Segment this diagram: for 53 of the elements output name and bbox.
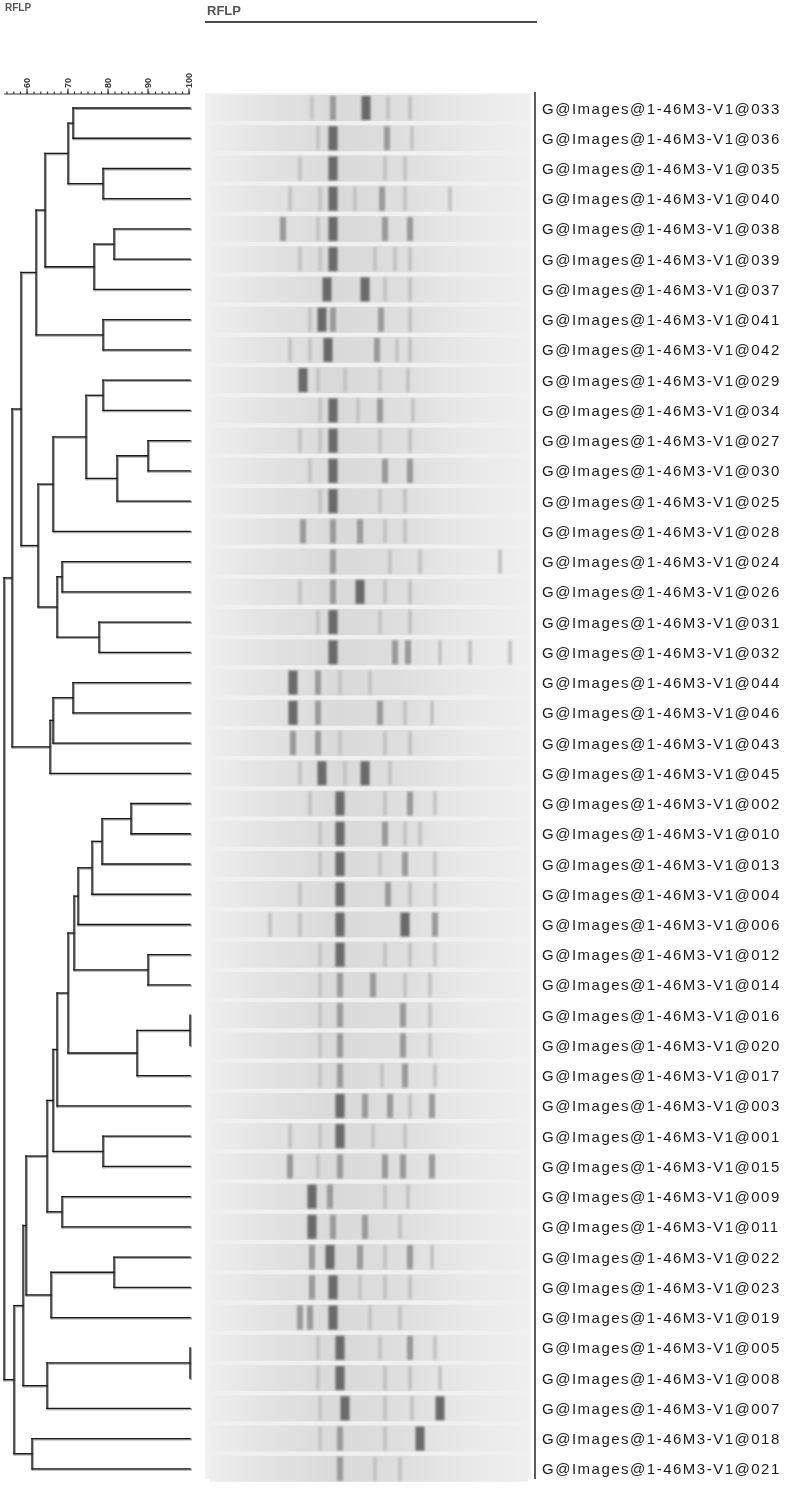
sample-label: G@Images@1-46M3-V1@013	[542, 855, 781, 873]
sample-label: G@Images@1-46M3-V1@044	[542, 674, 781, 692]
axis-tick-label: 90	[143, 78, 153, 88]
sample-label: G@Images@1-46M3-V1@018	[542, 1430, 781, 1448]
title: RFLP	[5, 3, 32, 13]
sample-label: G@Images@1-46M3-V1@009	[542, 1188, 781, 1206]
sample-label: G@Images@1-46M3-V1@040	[542, 190, 781, 208]
sample-label: G@Images@1-46M3-V1@016	[542, 1006, 781, 1024]
sample-label: G@Images@1-46M3-V1@021	[542, 1460, 781, 1478]
sample-label: G@Images@1-46M3-V1@028	[542, 522, 781, 540]
sample-label: G@Images@1-46M3-V1@045	[542, 764, 781, 782]
sample-label: G@Images@1-46M3-V1@004	[542, 885, 781, 903]
sample-label: G@Images@1-46M3-V1@027	[542, 432, 781, 450]
sample-label: G@Images@1-46M3-V1@015	[542, 1157, 781, 1175]
sample-label: G@Images@1-46M3-V1@005	[542, 1339, 781, 1357]
axis-tick-label: 80	[103, 78, 113, 88]
sample-label: G@Images@1-46M3-V1@041	[542, 311, 781, 329]
sample-label: G@Images@1-46M3-V1@030	[542, 462, 781, 480]
sample-label: G@Images@1-46M3-V1@035	[542, 159, 781, 177]
column-header: RFLP	[207, 4, 241, 17]
sample-label: G@Images@1-46M3-V1@007	[542, 1399, 781, 1417]
sample-label: G@Images@1-46M3-V1@031	[542, 613, 781, 631]
sample-label: G@Images@1-46M3-V1@036	[542, 129, 781, 147]
sample-label: G@Images@1-46M3-V1@033	[542, 99, 781, 117]
sample-label: G@Images@1-46M3-V1@043	[542, 734, 781, 752]
axis-tick-label: 100	[184, 72, 194, 88]
sample-label: G@Images@1-46M3-V1@020	[542, 1036, 781, 1054]
sample-label: G@Images@1-46M3-V1@010	[542, 825, 781, 843]
sample-label: G@Images@1-46M3-V1@034	[542, 401, 781, 419]
sample-label: G@Images@1-46M3-V1@006	[542, 915, 781, 933]
sample-label: G@Images@1-46M3-V1@019	[542, 1309, 781, 1327]
sample-label: G@Images@1-46M3-V1@032	[542, 643, 781, 661]
axis-tick-label: 60	[22, 78, 32, 88]
sample-label: G@Images@1-46M3-V1@046	[542, 704, 781, 722]
sample-label: G@Images@1-46M3-V1@026	[542, 583, 781, 601]
sample-label: G@Images@1-46M3-V1@014	[542, 976, 781, 994]
axis-tick-label: 70	[63, 78, 73, 88]
sample-label: G@Images@1-46M3-V1@011	[542, 1218, 780, 1236]
sample-label: G@Images@1-46M3-V1@017	[542, 1067, 781, 1085]
sample-label: G@Images@1-46M3-V1@001	[542, 1127, 781, 1145]
sample-label: G@Images@1-46M3-V1@042	[542, 341, 781, 359]
sample-label: G@Images@1-46M3-V1@025	[542, 492, 781, 510]
sample-label: G@Images@1-46M3-V1@002	[542, 795, 781, 812]
sample-label: G@Images@1-46M3-V1@039	[542, 250, 781, 268]
sample-label: G@Images@1-46M3-V1@023	[542, 1278, 781, 1296]
sample-label: G@Images@1-46M3-V1@037	[542, 280, 781, 298]
sample-label: G@Images@1-46M3-V1@029	[542, 371, 781, 389]
sample-label: G@Images@1-46M3-V1@003	[542, 1097, 781, 1115]
sample-label: G@Images@1-46M3-V1@024	[542, 553, 781, 571]
sample-label: G@Images@1-46M3-V1@038	[542, 220, 781, 238]
sample-label: G@Images@1-46M3-V1@012	[542, 946, 781, 964]
sample-label: G@Images@1-46M3-V1@008	[542, 1369, 781, 1387]
sample-label: G@Images@1-46M3-V1@022	[542, 1248, 781, 1266]
